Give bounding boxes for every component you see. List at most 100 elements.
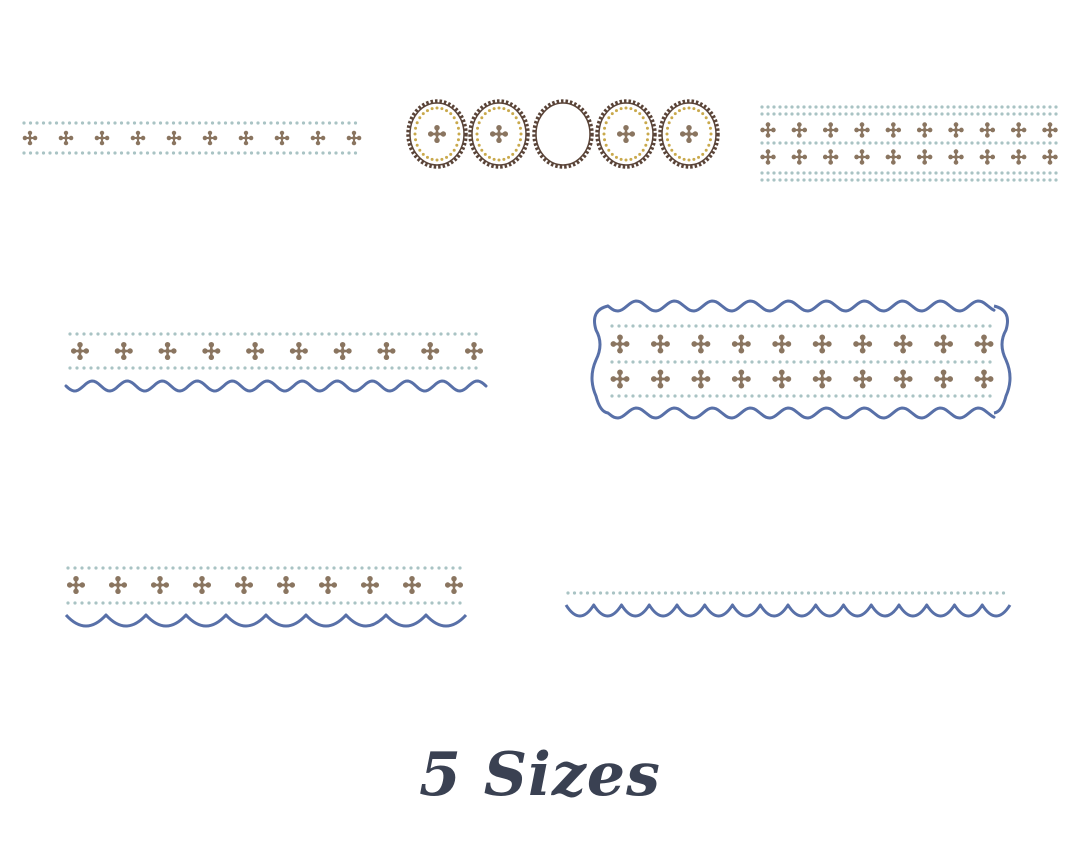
fleur-de-lis-icon [691,369,711,389]
fleur-row [66,575,464,595]
fleur-de-lis-icon [610,334,630,354]
fleur-de-lis-icon [202,341,221,361]
fleur-de-lis-icon [108,575,128,595]
dot-row [68,332,478,336]
fleur-de-lis-icon [934,334,954,354]
dot-row [66,601,462,605]
fleur-de-lis-icon [650,334,670,354]
fleur-de-lis-icon [58,130,74,146]
dot-row [760,171,1058,175]
fleur-de-lis-icon [427,124,447,144]
border-four-dot-rows-two-fleur-rows [760,105,1058,182]
oval-button-row [406,99,720,169]
fleur-de-lis-icon [854,122,870,138]
fleur-de-lis-icon [691,334,711,354]
fleur-row [22,130,362,146]
fleur-de-lis-icon [974,369,994,389]
fleur-de-lis-icon [812,369,832,389]
border-fleur-row-scallop-bottom [64,566,468,628]
fleur-de-lis-icon [66,575,86,595]
fleur-de-lis-icon [150,575,170,595]
fleur-de-lis-icon [916,149,933,165]
fleur-de-lis-icon [1010,122,1027,138]
fleur-row [70,341,484,361]
fleur-row [610,334,994,354]
fleur-de-lis-icon [289,341,308,361]
fleur-de-lis-icon [114,341,133,361]
dot-row [22,121,358,125]
fleur-de-lis-icon [234,575,254,595]
fleur-de-lis-icon [812,334,832,354]
fleur-de-lis-icon [822,122,839,138]
fleur-de-lis-icon [70,341,90,361]
fleur-de-lis-icon [274,130,290,146]
fleur-de-lis-icon [333,341,352,361]
fleur-de-lis-icon [948,149,964,165]
fleur-de-lis-icon [1042,149,1058,165]
dot-row [66,566,462,570]
scallop-edge [64,613,468,628]
fleur-de-lis-icon [464,341,484,361]
fleur-de-lis-icon [979,149,996,165]
fleur-de-lis-icon [974,334,994,354]
fleur-de-lis-icon [916,122,933,138]
frame-left-edge [590,304,609,415]
fleur-de-lis-icon [854,149,870,165]
wave-edge [606,406,996,420]
fleur-row [760,122,1058,138]
border-dot-row-scallop-bottom [564,591,1012,618]
fleur-de-lis-icon [885,122,902,138]
wave-edge [606,299,996,313]
border-two-dot-rows-one-fleur-row [22,121,362,155]
dot-row [760,105,1058,109]
fleur-de-lis-icon [760,149,776,165]
fleur-de-lis-icon [853,369,873,389]
oval-button-icon [468,99,530,169]
fleur-de-lis-icon [791,149,808,165]
fleur-de-lis-icon [346,130,362,146]
fleur-de-lis-icon [731,369,751,389]
fleur-de-lis-icon [402,575,422,595]
fleur-row [610,369,994,389]
dot-row [68,366,478,370]
fleur-de-lis-icon [616,124,636,144]
dot-row [610,394,992,398]
scallop-edge [564,603,1012,618]
fleur-de-lis-icon [1042,122,1058,138]
fleur-de-lis-icon [444,575,464,595]
oval-button-icon [532,99,594,169]
fleur-de-lis-icon [934,369,954,389]
fleur-de-lis-icon [238,130,254,146]
dot-row [566,591,1006,595]
fleur-de-lis-icon [276,575,296,595]
oval-button-icon [406,99,468,169]
fleur-de-lis-icon [650,369,670,389]
scalloped-frame-two-fleur-rows [590,299,1012,420]
fleur-de-lis-icon [893,369,913,389]
fleur-de-lis-icon [791,122,808,138]
frame-right-edge [993,304,1012,415]
oval-button-icon [595,99,657,169]
fleur-de-lis-icon [310,130,326,146]
fleur-de-lis-icon [192,575,212,595]
dot-row [610,324,992,328]
dot-row [760,112,1058,116]
fleur-de-lis-icon [246,341,265,361]
fleur-de-lis-icon [166,130,182,146]
fleur-de-lis-icon [853,334,873,354]
wave-edge [64,379,488,393]
fleur-de-lis-icon [760,122,776,138]
fleur-de-lis-icon [979,122,996,138]
oval-button-icon [658,99,720,169]
fleur-de-lis-icon [130,130,146,146]
fleur-de-lis-icon [377,341,396,361]
fleur-de-lis-icon [1010,149,1027,165]
fleur-de-lis-icon [94,130,110,146]
dot-row [760,141,1058,145]
border-fleur-row-wavy-bottom [64,332,488,393]
fleur-de-lis-icon [610,369,630,389]
fleur-de-lis-icon [318,575,338,595]
fleur-de-lis-icon [421,341,440,361]
fleur-de-lis-icon [360,575,380,595]
